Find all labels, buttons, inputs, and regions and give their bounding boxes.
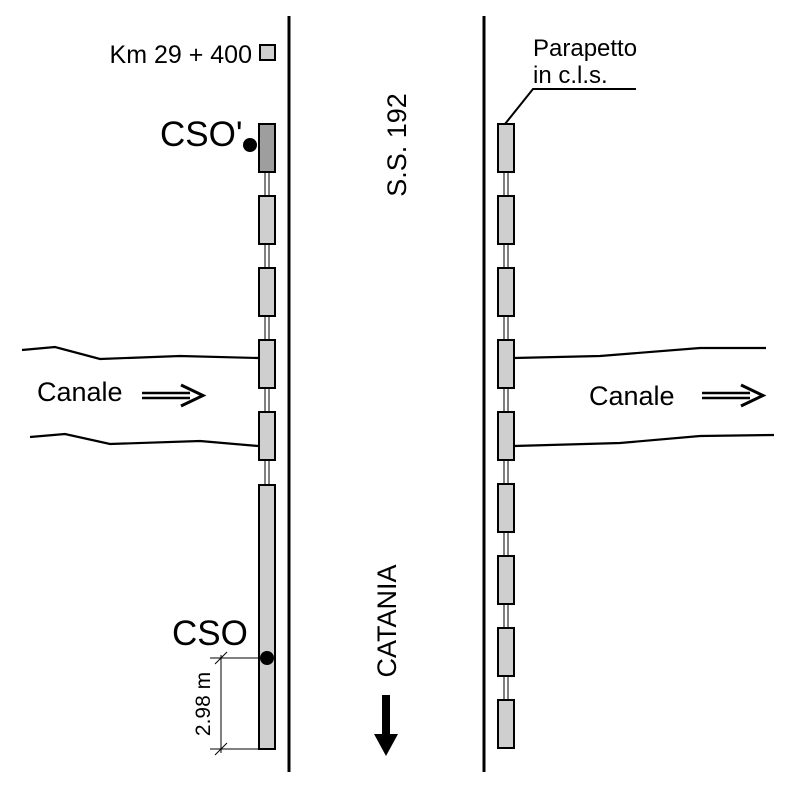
km-label: Km 29 + 400 bbox=[110, 41, 252, 69]
cso-point bbox=[260, 651, 274, 665]
km-marker-square bbox=[259, 44, 276, 61]
parapet-segment bbox=[497, 411, 515, 461]
flow-arrow-left-icon bbox=[142, 383, 207, 408]
parapet-segment bbox=[258, 339, 276, 389]
cso-prime-point bbox=[243, 138, 257, 152]
parapet-segment bbox=[497, 123, 515, 173]
parapet-segment bbox=[497, 699, 515, 749]
canal-right-bank-upper bbox=[513, 346, 766, 360]
right-parapet bbox=[497, 123, 515, 749]
direction-arrow-down-icon bbox=[374, 695, 398, 756]
parapet-segment bbox=[497, 195, 515, 245]
canal-label-left: Canale bbox=[37, 377, 123, 407]
parapet-segment bbox=[258, 267, 276, 317]
parapet-segment bbox=[497, 627, 515, 677]
cso-prime-label: CSO' bbox=[160, 115, 243, 154]
parapet-label-line2: in c.l.s. bbox=[533, 62, 608, 89]
parapet-segment bbox=[258, 195, 276, 245]
parapet-label-line1: Parapetto bbox=[533, 35, 637, 62]
canal-left-bank-lower bbox=[29, 432, 259, 448]
parapet-long-segment bbox=[258, 484, 276, 750]
parapet-segment bbox=[497, 267, 515, 317]
parapet-segment bbox=[497, 555, 515, 605]
parapet-leader-line bbox=[504, 88, 636, 125]
parapet-segment bbox=[258, 411, 276, 461]
parapet-segment bbox=[258, 123, 276, 173]
parapet-segment bbox=[497, 483, 515, 533]
canal-left-bank-upper bbox=[21, 345, 259, 361]
road-name-label: S.S. 192 bbox=[382, 93, 412, 197]
left-parapet bbox=[258, 123, 276, 750]
parapet-segment bbox=[497, 339, 515, 389]
cso-label: CSO bbox=[172, 614, 248, 653]
canal-label-right: Canale bbox=[589, 381, 675, 411]
canal-right-bank-lower bbox=[513, 433, 775, 448]
dimension-marker bbox=[210, 651, 259, 756]
dimension-label: 2.98 m bbox=[192, 672, 215, 736]
flow-arrow-right-icon bbox=[702, 383, 767, 408]
catania-label: CATANIA bbox=[372, 564, 402, 677]
